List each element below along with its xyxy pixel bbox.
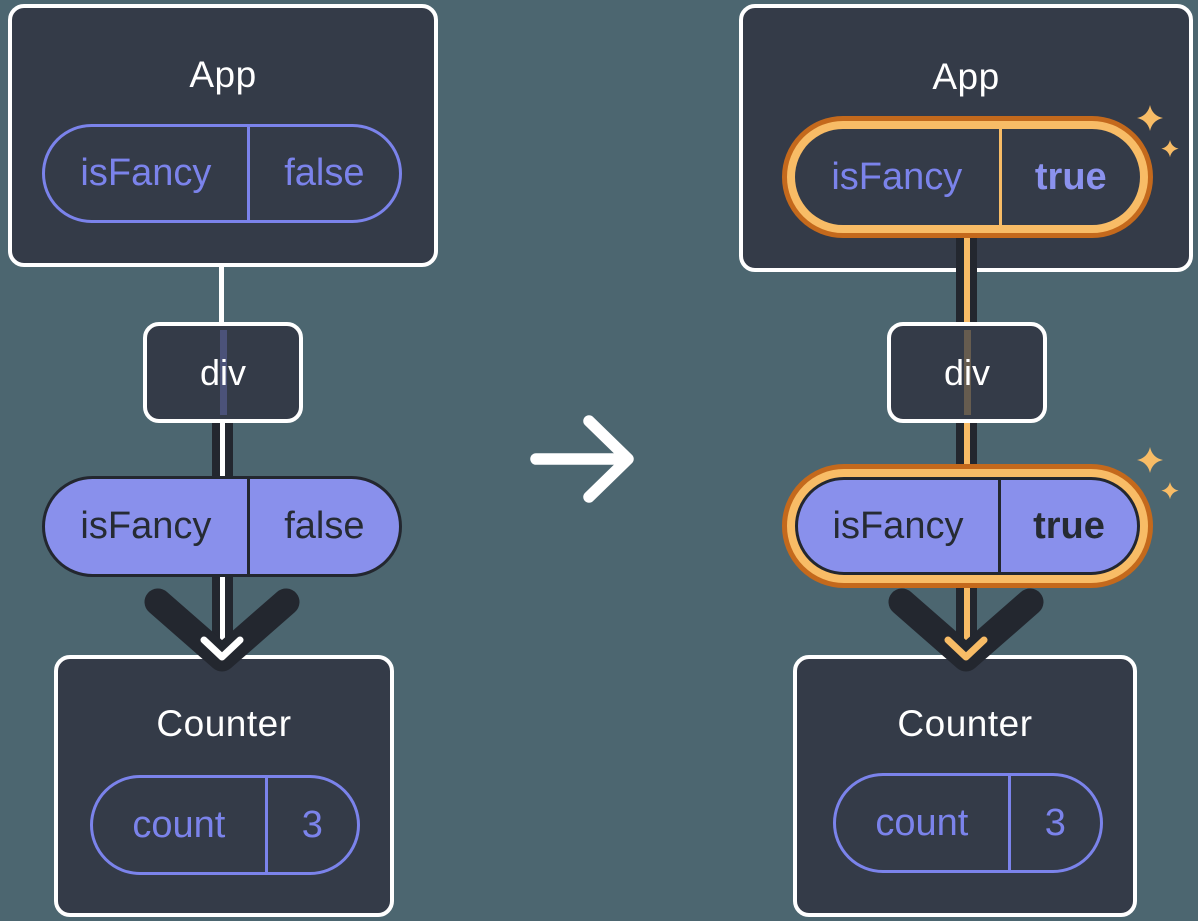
passed-prop-pill-after-highlighted: isFancy true (782, 464, 1153, 588)
component-title: Counter (897, 703, 1033, 744)
prop-value: false (284, 152, 365, 194)
arrowhead-icon (144, 588, 300, 672)
sparkles-icon (1137, 447, 1179, 500)
passed-prop-pill-before: isFancy false (42, 476, 402, 577)
prop-value: true (1033, 504, 1105, 547)
component-title: Counter (156, 703, 292, 744)
prop-name: isFancy (45, 127, 250, 220)
prop-value: false (284, 505, 365, 547)
prop-value: true (1034, 155, 1107, 198)
state-pill-app-after-highlighted: isFancy true (782, 116, 1153, 238)
state-pill-counter-after: count 3 (833, 773, 1103, 873)
prop-name: isFancy (798, 480, 1001, 572)
pass-through-stripe (219, 330, 227, 415)
state-name: count (93, 778, 268, 872)
edge-app-div-before (219, 265, 224, 324)
sparkles-icon (1137, 105, 1179, 158)
prop-name: isFancy (45, 479, 250, 574)
pass-through-stripe (963, 330, 971, 415)
div-label: div (943, 351, 991, 393)
component-title: App (932, 56, 1000, 97)
div-label: div (199, 351, 247, 393)
state-value: 3 (301, 803, 323, 846)
state-pill-counter-before: count 3 (90, 775, 360, 875)
arrowhead-icon (888, 588, 1044, 672)
transition-arrow-icon (530, 415, 634, 503)
state-value: 3 (1044, 801, 1066, 844)
edge-core-stripe (964, 234, 970, 322)
state-pill-app-before: isFancy false (42, 124, 402, 223)
div-node-before: div (143, 322, 303, 423)
div-node-after: div (887, 322, 1047, 423)
state-name: count (836, 776, 1011, 870)
component-title: App (189, 54, 257, 95)
prop-name: isFancy (795, 129, 1002, 225)
